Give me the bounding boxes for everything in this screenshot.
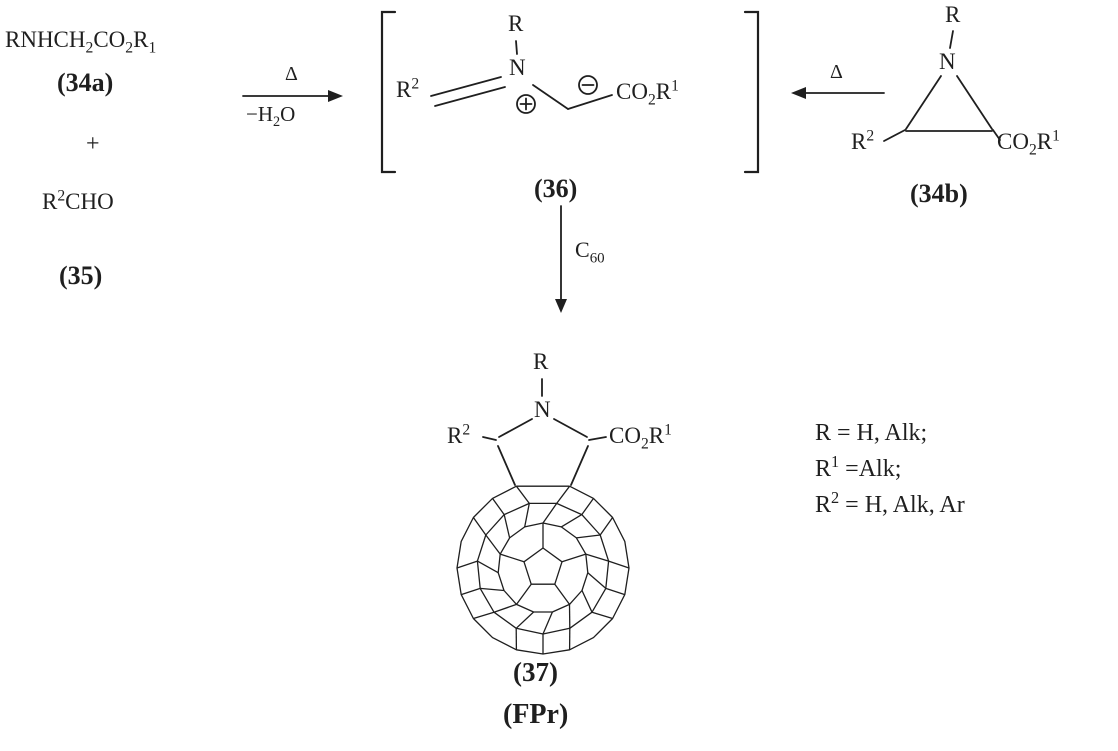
ch-ester-bond: [567, 94, 613, 110]
aziridine-arrow: [791, 87, 885, 99]
c60-bond: [480, 587, 505, 592]
c60-bond: [515, 583, 532, 605]
ylide-bonds: [430, 40, 613, 114]
amine-formula: RNHCH2CO2R1: [5, 27, 157, 57]
aziridine-label: (34b): [910, 179, 968, 208]
aziridine-ester-label: CO2R1: [997, 127, 1060, 159]
double-bond-line2: [434, 86, 506, 107]
c60-bond: [560, 514, 583, 528]
c60-bond: [591, 611, 613, 620]
product-n-label: N: [534, 397, 551, 422]
r-n-bond: [515, 40, 518, 55]
left-bracket: [380, 10, 397, 174]
c60-bond: [456, 485, 630, 655]
c60-bond: [581, 590, 593, 613]
c60-bond: [472, 517, 487, 536]
plus-sign: +: [86, 131, 100, 157]
c60-bond: [542, 503, 558, 524]
amine-label: (34a): [57, 68, 114, 97]
cl-cage-bond: [497, 445, 516, 486]
c60-bond: [576, 534, 601, 539]
c60-bond: [554, 583, 571, 605]
legend-line-2: R1 =Alk;: [815, 452, 902, 482]
right-bracket: [743, 10, 760, 174]
c60-bond: [605, 587, 626, 596]
arrow-head-icon: [328, 90, 343, 102]
c60-bond: [476, 502, 610, 635]
ylide-r2-label: R2: [396, 75, 420, 102]
c60-bond: [497, 522, 589, 613]
c60-bond: [542, 611, 553, 635]
c60-bond: [599, 517, 614, 536]
cycloaddition-arrow: [555, 205, 567, 313]
product-label: (37): [513, 657, 558, 687]
c60-bond: [561, 553, 587, 563]
c60-bond: [491, 498, 505, 515]
cr-cage-bond: [570, 445, 589, 486]
aziridine-r2-label: R2: [851, 127, 875, 154]
c60-arrow-label: C60: [575, 237, 605, 267]
product-r2-label: R2: [447, 421, 471, 448]
c60-bond: [585, 553, 609, 562]
ester-bond: [588, 436, 607, 441]
plus-charge-icon: [516, 94, 536, 114]
n-ch-bond: [532, 84, 569, 110]
condensation-arrow-minus-water: −H2O: [246, 102, 296, 131]
c60-bond: [523, 547, 563, 585]
n-cr-bond: [553, 418, 588, 438]
c60-fullerene-cage: [456, 485, 630, 655]
c60-bond: [499, 553, 525, 563]
c60-bond: [493, 603, 517, 613]
c60-bond: [460, 587, 481, 596]
arrow-head-icon: [791, 87, 806, 99]
ester-bond: [992, 129, 1001, 141]
aziridine-bonds: [883, 30, 1001, 142]
r2-bond: [482, 436, 497, 441]
aziridine-arrow-delta: Δ: [830, 61, 843, 83]
condensation-arrow: [242, 90, 343, 102]
c60-bond: [485, 534, 501, 555]
product-ester-label: CO2R1: [609, 421, 672, 453]
r2-bond: [883, 129, 906, 142]
c60-bond: [581, 498, 595, 515]
ylide-r-label: R: [508, 11, 524, 36]
n-c2-bond: [956, 75, 993, 130]
c60-bond: [608, 560, 630, 569]
legend-line-1: R = H, Alk;: [815, 420, 928, 446]
product-name: (FPr): [503, 699, 569, 730]
ylide-n-label: N: [509, 55, 526, 80]
ylide-label: (36): [534, 174, 578, 203]
product-r-label: R: [533, 349, 549, 374]
aldehyde-label: (35): [59, 261, 103, 290]
aldehyde-formula: R2CHO: [42, 187, 114, 214]
double-bond-line1: [430, 76, 502, 97]
r-n-bond: [949, 30, 954, 49]
c60-bond: [587, 572, 607, 589]
arrow-head-icon: [555, 299, 567, 313]
n-cl-bond: [498, 418, 533, 438]
c60-bond: [515, 485, 530, 504]
condensation-arrow-delta: Δ: [285, 63, 298, 85]
c60-bond: [456, 560, 478, 569]
aziridine-r-label: R: [945, 2, 961, 27]
minus-charge-icon: [578, 75, 598, 95]
pyrrolidine-bonds: [482, 378, 607, 486]
legend-line-3: R2 = H, Alk, Ar: [815, 488, 965, 518]
c60-bond: [556, 485, 571, 504]
n-c1-bond: [905, 75, 942, 130]
c60-bond: [515, 611, 535, 629]
c60-bond: [503, 514, 511, 539]
ylide-ester-label: CO2R1: [616, 77, 679, 109]
aziridine-n-label: N: [939, 49, 956, 74]
c60-bond: [477, 560, 499, 574]
c60-bond: [524, 503, 530, 528]
c60-bond: [473, 611, 495, 620]
